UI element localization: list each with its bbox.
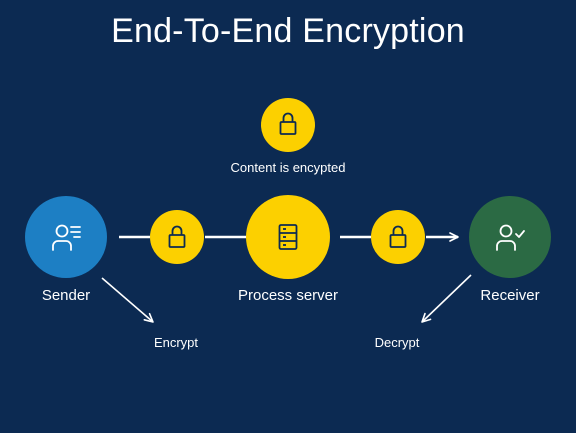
- content-encrypted-label: Content is encypted: [230, 160, 346, 175]
- lock-icon: [389, 225, 407, 248]
- decrypt-label: Decrypt: [374, 335, 420, 350]
- receiver-label: Receiver: [480, 287, 540, 304]
- content-lock-node: [261, 98, 315, 152]
- server-icon: [278, 224, 298, 250]
- sender-node: [25, 196, 107, 278]
- encrypt-lock-node: [150, 210, 204, 264]
- lock-icon: [168, 225, 186, 248]
- server-node: [246, 195, 330, 279]
- encrypt-label: Encrypt: [153, 335, 199, 350]
- receiver-node: [469, 196, 551, 278]
- lock-icon: [279, 112, 297, 135]
- decrypt-lock-node: [371, 210, 425, 264]
- user-list-icon: [52, 224, 81, 251]
- sender-label: Sender: [41, 287, 91, 304]
- page-title: End-To-End Encryption: [111, 12, 465, 50]
- user-check-icon: [496, 224, 525, 251]
- server-label: Process server: [237, 287, 339, 304]
- encrypt-arrow: [101, 277, 154, 323]
- decrypt-arrow: [421, 274, 472, 323]
